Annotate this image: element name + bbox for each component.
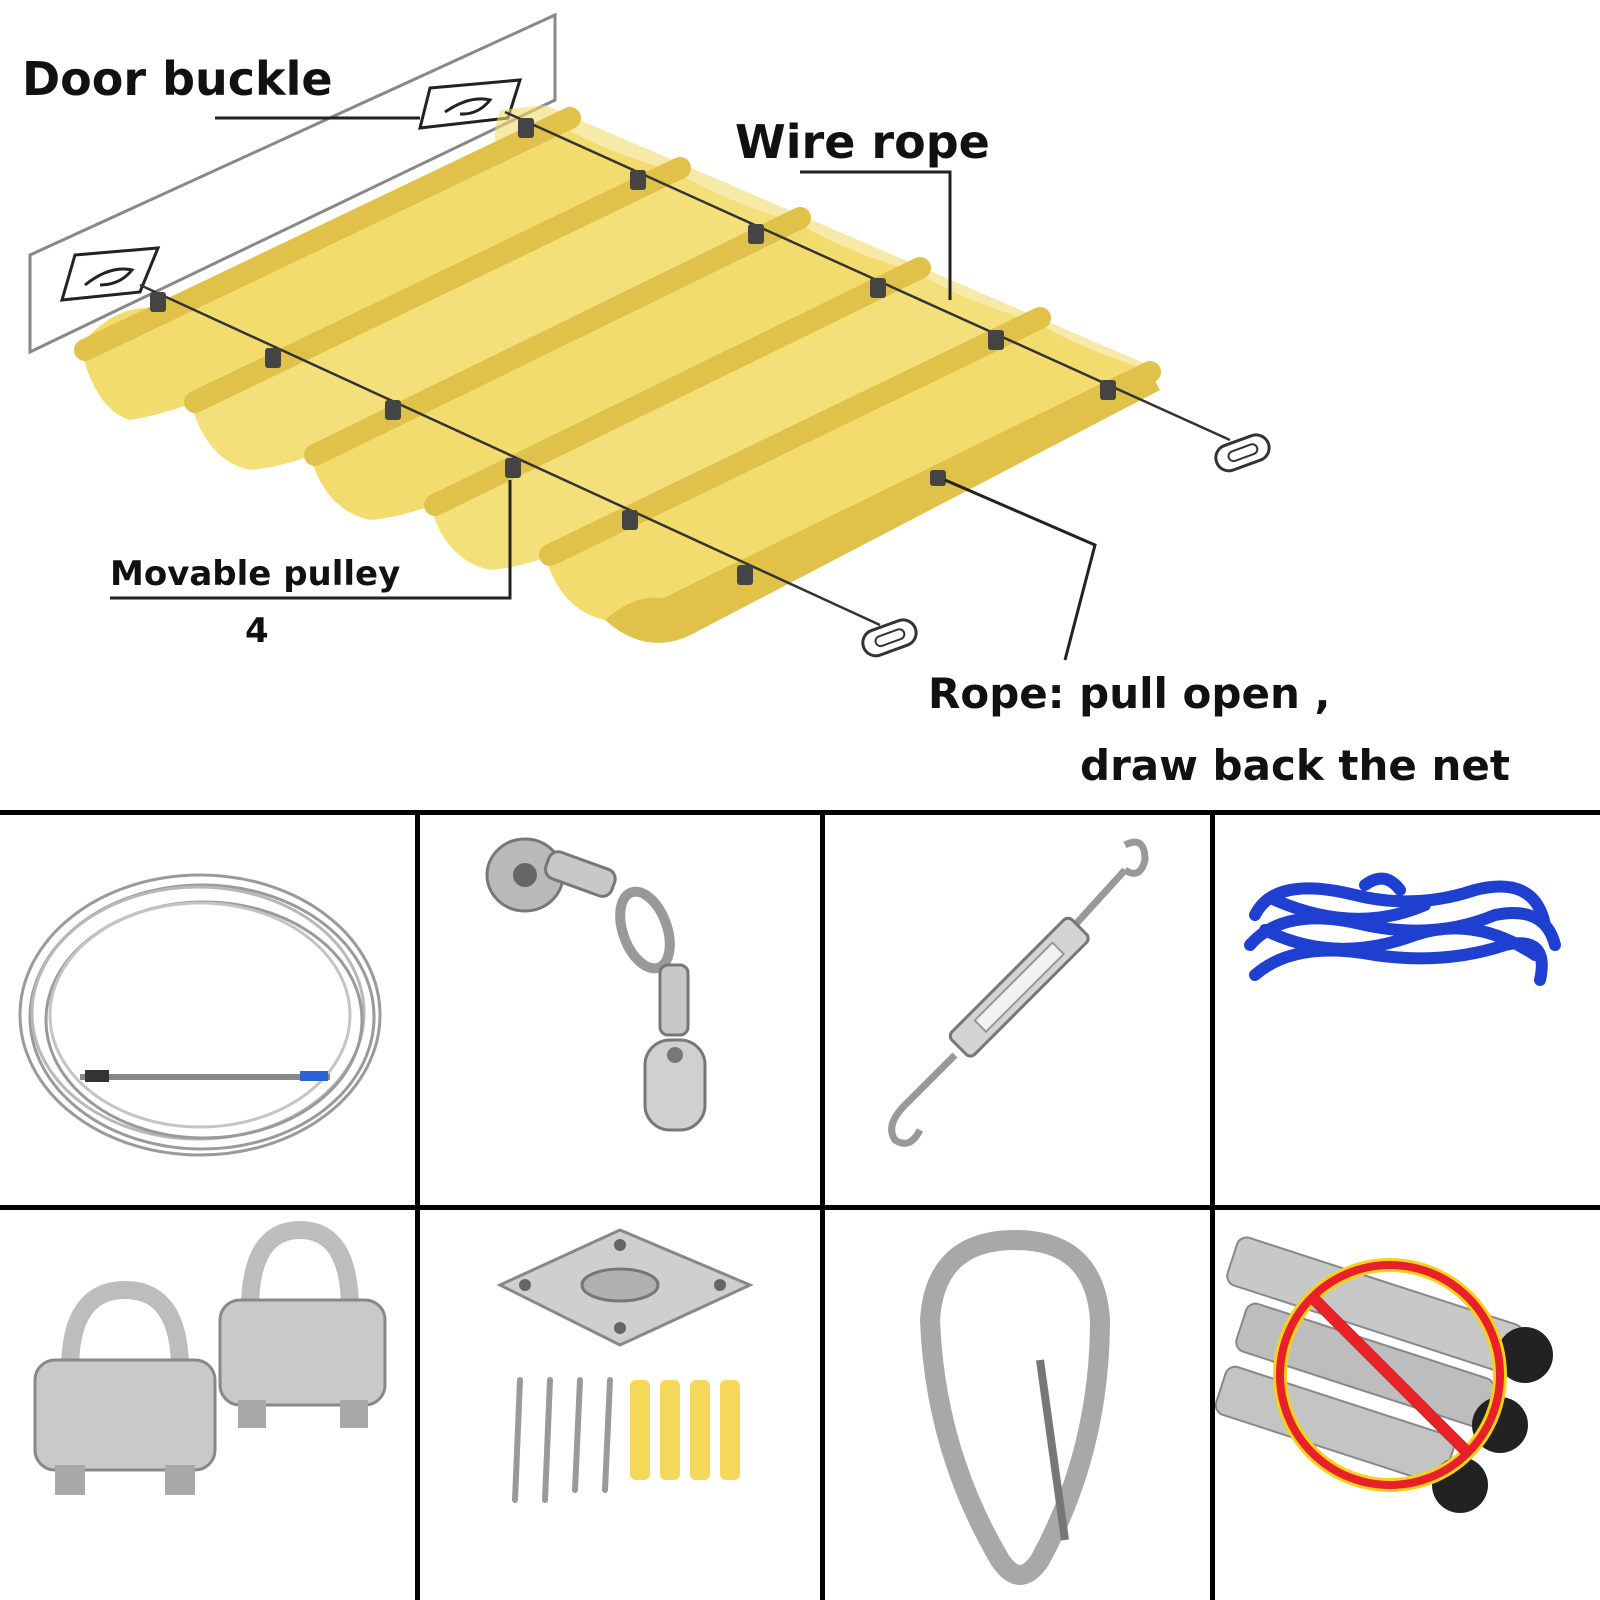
rope-instruction-line2: draw back the net: [1080, 741, 1510, 790]
accessory-pad-eye-plate: [420, 1210, 820, 1600]
grid-line: [0, 810, 1600, 815]
prohibition-sign-icon: [1273, 1258, 1507, 1492]
accessory-wire-rope: [0, 815, 415, 1205]
rope-end-loop-icon: [861, 618, 918, 658]
rope-instruction-line1: Rope: pull open ,: [928, 669, 1330, 718]
grid-line: [1210, 810, 1215, 1600]
pulley-count-label: 4: [245, 611, 269, 651]
blue-rope-bundle-icon: [1244, 872, 1561, 986]
wire-rope-clip-icon: [33, 1220, 387, 1495]
canopy-illustration: Door buckle Wire rope Movable pulley 4 R…: [22, 12, 1510, 790]
rope-end-loop-icon: [1214, 433, 1271, 473]
no-pipes-icon: [1215, 1236, 1553, 1513]
grid-line: [820, 810, 825, 1600]
accessory-wire-rope-clips: [0, 1210, 415, 1600]
carabiner-hook-icon: [919, 1229, 1111, 1585]
pad-eye-plate-screws-icon: [496, 1228, 754, 1503]
accessory-swivel-pulley: [420, 815, 820, 1205]
accessory-grid: [0, 810, 1600, 1600]
wire-rope-coil-icon: [18, 873, 382, 1157]
accessory-turnbuckle: [825, 815, 1210, 1205]
movable-pulley-markers: [150, 118, 1116, 585]
turnbuckle-icon: [888, 838, 1149, 1147]
wire-rope-label: Wire rope: [735, 115, 990, 169]
accessory-blue-rope: [1215, 815, 1600, 1205]
grid-line: [0, 1205, 1600, 1210]
door-buckle-label: Door buckle: [22, 52, 333, 106]
movable-pulley-label: Movable pulley: [110, 554, 400, 594]
door-buckle-icon: [59, 246, 161, 302]
canopy-installation-diagram: Door buckle Wire rope Movable pulley 4 R…: [22, 12, 1510, 790]
accessory-no-pipes: [1215, 1210, 1600, 1600]
wire-rope-clip-icon: [33, 1280, 217, 1495]
leader-lines: [110, 116, 1097, 661]
wire-rope-clip-icon: [218, 1220, 387, 1428]
wall-board: [28, 12, 557, 355]
swivel-pulley-icon: [485, 837, 707, 1132]
accessory-carabiner: [825, 1210, 1210, 1600]
grid-line: [415, 810, 420, 1600]
